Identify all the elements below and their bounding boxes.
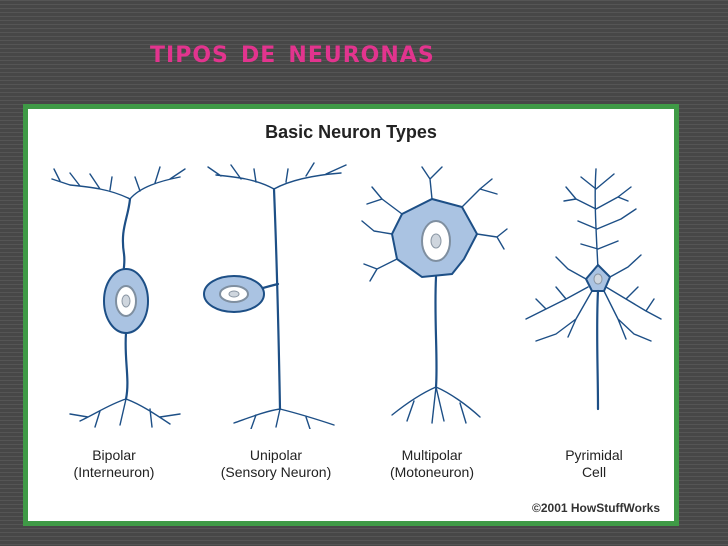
caption-unipolar-name: Unipolar bbox=[249, 447, 303, 463]
slide-title: Tipos de neuronas bbox=[150, 32, 435, 70]
multipolar-neuron-drawing bbox=[361, 166, 508, 424]
caption-unipolar-type: (Sensory Neuron) bbox=[220, 464, 332, 480]
caption-bipolar: Bipolar (Interneuron) bbox=[34, 447, 194, 481]
caption-multipolar-type: (Motoneuron) bbox=[389, 464, 475, 480]
unipolar-neuron-drawing bbox=[203, 162, 347, 429]
figure-panel: Basic Neuron Types bbox=[28, 109, 674, 521]
caption-bipolar-name: Bipolar bbox=[92, 447, 136, 463]
copyright-credit: ©2001 HowStuffWorks bbox=[532, 501, 660, 515]
bipolar-neuron-drawing bbox=[51, 166, 186, 428]
caption-pyramidal: Pyrimidal Cell bbox=[514, 447, 674, 481]
neuron-figure: Basic Neuron Types bbox=[23, 104, 679, 526]
caption-multipolar-name: Multipolar bbox=[401, 447, 463, 463]
pyramidal-neuron-drawing bbox=[525, 168, 662, 411]
caption-multipolar: Multipolar (Motoneuron) bbox=[352, 447, 512, 481]
caption-pyramidal-type: Cell bbox=[581, 464, 607, 480]
caption-pyramidal-name: Pyrimidal bbox=[565, 447, 623, 463]
figure-title: Basic Neuron Types bbox=[265, 122, 437, 142]
caption-bipolar-type: (Interneuron) bbox=[73, 464, 155, 480]
caption-unipolar: Unipolar (Sensory Neuron) bbox=[196, 447, 356, 481]
